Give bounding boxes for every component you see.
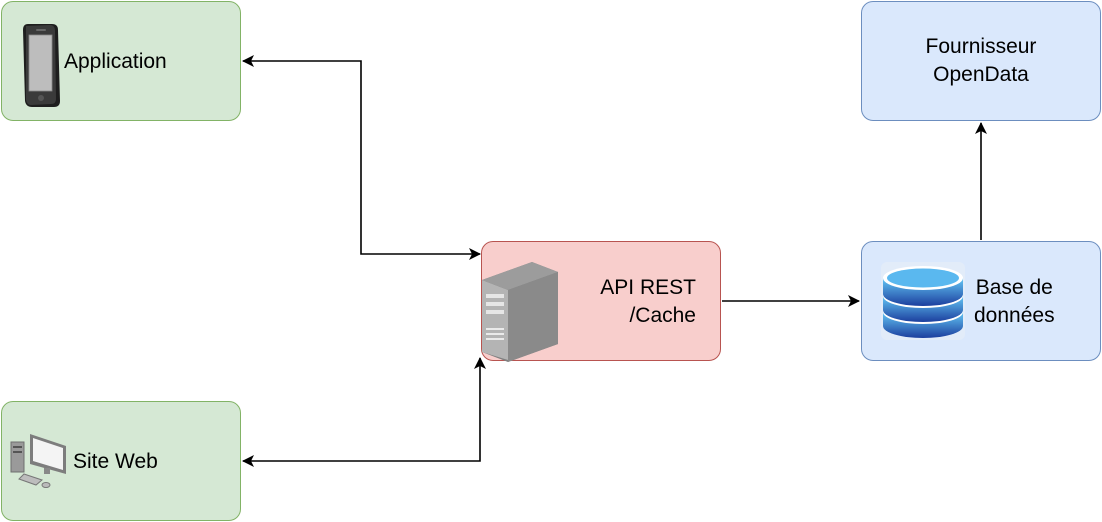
node-database[interactable]: Base de données [861, 241, 1101, 361]
application-label: Application [64, 50, 167, 73]
edge-application-api [242, 55, 481, 260]
node-application[interactable]: Application [1, 1, 241, 121]
site-web-label: Site Web [73, 450, 158, 473]
edge-siteweb-api [242, 357, 486, 467]
node-provider[interactable]: Fournisseur OpenData [861, 1, 1101, 121]
smartphone-icon [23, 24, 60, 107]
api-label: API REST /Cache [600, 276, 696, 327]
database-icon [881, 262, 965, 340]
server-tower-icon [482, 262, 558, 362]
provider-label: Fournisseur OpenData [925, 35, 1037, 86]
node-site-web[interactable]: Site Web [1, 401, 241, 521]
node-api[interactable]: API REST /Cache [481, 241, 721, 362]
database-label: Base de données [974, 276, 1055, 327]
desktop-computer-icon [10, 434, 66, 488]
